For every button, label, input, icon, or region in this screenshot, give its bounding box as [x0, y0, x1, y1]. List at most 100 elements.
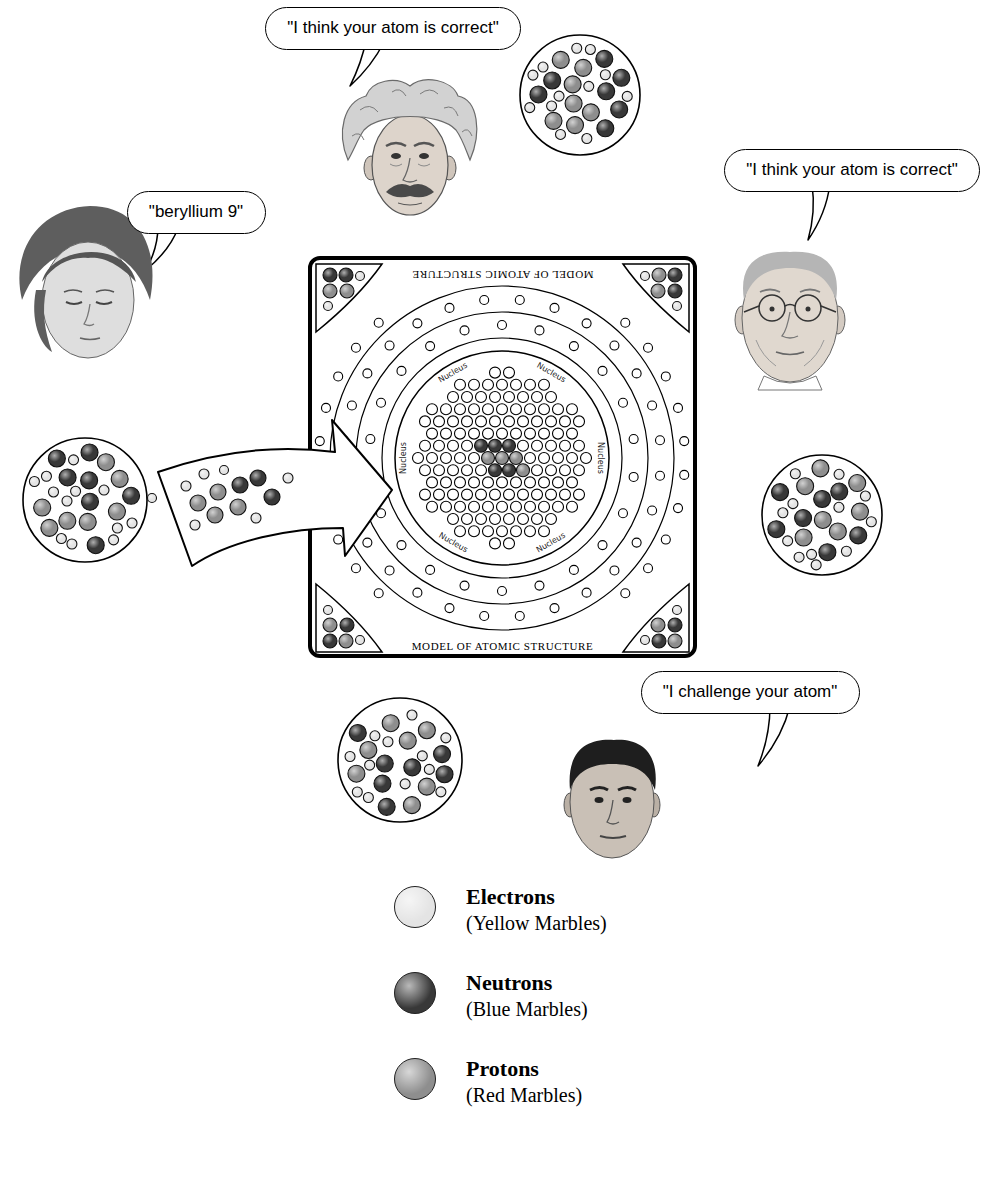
- marble: [849, 475, 866, 492]
- marble-shine: [791, 469, 800, 478]
- model-board: MODEL OF ATOMIC STRUCTUREMODEL OF ATOMIC…: [310, 258, 695, 656]
- marble: [363, 792, 373, 802]
- marble-hole: [374, 318, 383, 327]
- marble: [851, 503, 868, 520]
- marble-hole: [483, 526, 494, 537]
- marble-shine: [641, 272, 649, 280]
- marble-shine: [669, 635, 682, 648]
- beryllium-nucleus: [475, 439, 530, 476]
- legend-swatch: [394, 1058, 436, 1100]
- marble-hole: [413, 588, 422, 597]
- marble: [323, 618, 337, 632]
- marble-shine: [365, 761, 374, 770]
- marble-shine: [284, 474, 293, 483]
- marble: [668, 284, 682, 298]
- marble-hole: [455, 428, 466, 439]
- marble-shine: [783, 536, 792, 545]
- marble-shine: [109, 535, 118, 544]
- marble-hole: [462, 465, 473, 476]
- marble-hole: [621, 318, 630, 327]
- marble-shine: [815, 512, 831, 528]
- marble-hole: [476, 440, 487, 451]
- marble-shine: [525, 103, 534, 112]
- marble-shine: [353, 788, 362, 797]
- legend-note: (Blue Marbles): [466, 997, 588, 1021]
- legend-item: Electrons: [466, 884, 555, 910]
- marble-shine: [441, 733, 450, 742]
- marble-shine: [341, 285, 354, 298]
- marble: [81, 472, 98, 489]
- legend-note-slot: (Red Marbles): [466, 1083, 582, 1107]
- board-title: MODEL OF ATOMIC STRUCTURE: [412, 640, 594, 653]
- marble-shine: [437, 766, 453, 782]
- marble-hole: [434, 416, 445, 427]
- marble: [62, 496, 72, 506]
- marble-hole: [426, 342, 435, 351]
- nucleus-label: Nucleus: [437, 361, 470, 386]
- nucleon-marble: [489, 464, 502, 477]
- marble-shine: [60, 469, 76, 485]
- marble-hole: [511, 526, 522, 537]
- einstein-portrait: [419, 153, 429, 159]
- marble: [668, 634, 682, 648]
- marble-hole: [553, 428, 564, 439]
- marble-hole: [469, 526, 480, 537]
- marble: [545, 112, 562, 129]
- marble-shine: [596, 51, 612, 67]
- nucleus-outline: [394, 350, 610, 566]
- marble-hole: [448, 416, 459, 427]
- dalton-portrait: [735, 252, 845, 390]
- marble: [190, 520, 200, 530]
- marble-shine: [404, 759, 420, 775]
- speech-bubble: "I think your atom is correct": [724, 149, 980, 192]
- bohr-portrait: [595, 797, 604, 803]
- insert-arrow: [158, 420, 392, 566]
- marble-shine: [350, 725, 366, 741]
- marble-hole: [420, 416, 431, 427]
- marble-hole: [460, 326, 469, 335]
- marble: [814, 511, 831, 528]
- marble-shine: [425, 765, 434, 774]
- marble-shine: [404, 797, 420, 813]
- marble-hole: [480, 612, 489, 621]
- marble: [87, 537, 104, 554]
- marble-hole: [504, 514, 515, 525]
- marble-shine: [788, 499, 797, 508]
- marble-hole: [569, 342, 578, 351]
- marble: [207, 507, 223, 523]
- marble-shine: [652, 619, 665, 632]
- marble-hole: [504, 367, 515, 378]
- marble-hole: [455, 501, 466, 512]
- marble-shine: [80, 514, 96, 530]
- marble-hole: [385, 566, 394, 575]
- marble-hole: [539, 501, 550, 512]
- marble-hole: [476, 514, 487, 525]
- marble-hole: [648, 401, 657, 410]
- marble-shine: [346, 752, 355, 761]
- marble: [651, 618, 665, 632]
- curie-portrait: [19, 206, 152, 358]
- marble-hole: [525, 428, 536, 439]
- marble-hole: [610, 566, 619, 575]
- marble: [97, 454, 114, 471]
- marble-shine: [112, 471, 128, 487]
- marble-shine: [503, 464, 515, 476]
- curie-portrait: [80, 338, 100, 340]
- cluster-outline: [23, 438, 147, 562]
- marble: [376, 755, 393, 772]
- marble-shine: [208, 508, 223, 523]
- marble-hole: [490, 392, 501, 403]
- marble: [772, 484, 789, 501]
- marble-cluster: [520, 35, 640, 155]
- marble-shine: [324, 635, 337, 648]
- marble: [339, 634, 353, 648]
- marble-shine: [341, 619, 354, 632]
- marble-hole: [656, 471, 665, 480]
- arrow-marbles: [181, 466, 293, 531]
- marble-hole: [321, 403, 330, 412]
- einstein-portrait: [386, 184, 434, 197]
- marble: [544, 72, 561, 89]
- bubble-tail: [758, 706, 790, 766]
- marble-hole: [539, 379, 550, 390]
